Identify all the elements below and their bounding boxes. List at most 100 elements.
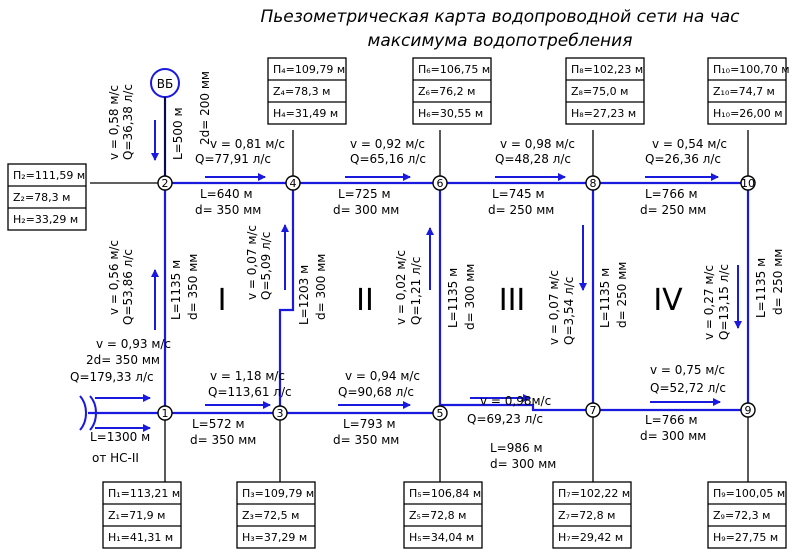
label-d-1-3: d= 350 мм: [190, 433, 256, 447]
node-box-4: П₄=109,79 м Z₄=78,3 м H₄=31,49 м: [267, 57, 347, 125]
label-l-6-8: L=745 м: [492, 187, 545, 201]
label-l-pump: L=1300 м: [90, 430, 150, 444]
node-3-z: Z₃=72,5 м: [242, 509, 299, 522]
node-10-p: П₁₀=100,70 м: [713, 63, 790, 76]
label-v-4-6: v = 0,92 м/с: [350, 137, 425, 151]
vertical-labels: v = 0,58 м/с Q=36,38 л/с L=500 м 2d= 200…: [107, 71, 785, 345]
label-l-5-6: L=1135 м: [446, 268, 460, 328]
ring-label-4: IV: [653, 283, 683, 318]
node-8-z: Z₈=75,0 м: [571, 85, 628, 98]
node-box-frame: [102, 481, 182, 549]
label-l-4-6: L=725 м: [338, 187, 391, 201]
flow-arrows: [95, 120, 742, 432]
pipe-network: [88, 96, 750, 415]
node-number-2: 2: [162, 177, 169, 190]
label-from-pump: от НС-II: [92, 451, 139, 465]
label-d-7-8: d= 250 мм: [615, 262, 629, 328]
label-q-6-8: Q=48,28 л/с: [495, 152, 571, 166]
node-circle-8: [585, 175, 601, 191]
label-v-1-2: v = 0,56 м/с: [107, 240, 121, 315]
node-number-1: 1: [162, 407, 169, 420]
node-9-h: H₉=27,75 м: [713, 531, 778, 544]
node-box-frame: [7, 163, 87, 231]
label-d-5-6: d= 300 мм: [463, 264, 477, 330]
node-circle-3: [272, 405, 288, 421]
node-circle-4: [285, 175, 301, 191]
node-3-p: П₃=109,79 м: [242, 487, 314, 500]
node-circle-7: [585, 402, 601, 418]
node-box-1: П₁=113,21 мZ₁=71,9 мH₁=41,31 м: [102, 481, 182, 549]
label-d-6-8: d= 250 мм: [488, 203, 554, 217]
pipe-3-4: [278, 183, 295, 413]
node-box-8: П₈=102,23 мZ₈=75,0 мH₈=27,23 м: [565, 57, 645, 125]
title-line-1: Пьезометрическая карта водопроводной сет…: [260, 7, 740, 27]
node-6-z: Z₆=76,2 м: [418, 85, 475, 98]
ring-label-1: I: [218, 283, 227, 318]
node-box-frame: [236, 481, 316, 549]
node-5-h: H₅=34,04 м: [409, 531, 474, 544]
node-box-6: П₆=106,75 мZ₆=76,2 мH₆=30,55 м: [412, 57, 492, 125]
label-d-tower-2: 2d= 200 мм: [198, 71, 212, 145]
node-9-z: Z₉=72,3 м: [713, 509, 770, 522]
label-l-8-10: L=766 м: [645, 187, 698, 201]
node-3-h: H₃=37,29 м: [242, 531, 307, 544]
label-q-5-7: Q=69,23 л/с: [467, 412, 543, 426]
node-box-frame: [267, 57, 347, 125]
label-d-9-10: d= 250 мм: [771, 249, 785, 315]
label-v-7-9: v = 0,75 м/с: [650, 363, 725, 377]
label-v-7-8: v = 0,07 м/с: [547, 270, 561, 345]
node-box-9: П₉=100,05 м Z₉=72,3 м H₉=27,75 м: [707, 481, 787, 549]
label-v-5-7: v = 0,98м/с: [480, 394, 551, 408]
node-box-frame: [412, 57, 492, 125]
node-4-p: П₄=109,79 м: [273, 63, 345, 76]
node-number-10: 10: [741, 177, 755, 190]
label-d-4-6: d= 300 мм: [333, 203, 399, 217]
node-number-3: 3: [277, 407, 284, 420]
label-v-8-10: v = 0,54 м/с: [652, 137, 727, 151]
label-d-2-4: d= 350 мм: [195, 203, 261, 217]
node-7-z: Z₇=72,8 м: [558, 509, 615, 522]
node-4-z: Z₄=78,3 м: [273, 85, 330, 98]
label-d-8-10: d= 250 мм: [640, 203, 706, 217]
label-q-3-5: Q=90,68 л/с: [338, 385, 414, 399]
label-q-7-9: Q=52,72 л/с: [650, 381, 726, 395]
node-1-p: П₁=113,21 м: [108, 487, 180, 500]
label-l-3-4: L=1203 м: [297, 265, 311, 325]
label-v-pump: v = 0,93 м/с: [96, 337, 171, 351]
label-l-1-3: L=572 м: [192, 417, 245, 431]
node-box-frame: [552, 481, 632, 549]
ring-label-3: III: [499, 283, 526, 318]
lead-lines: [90, 97, 749, 482]
label-d-3-5: d= 350 мм: [333, 433, 399, 447]
node-number-7: 7: [590, 404, 597, 417]
label-q-4-6: Q=65,16 л/с: [350, 152, 426, 166]
label-l-5-7: L=986 м: [490, 441, 543, 455]
label-q-pump: Q=179,33 л/с: [70, 370, 154, 384]
node-5-p: П₅=106,84 м: [409, 487, 481, 500]
node-number-8: 8: [590, 177, 597, 190]
node-10-h: H₁₀=26,00 м: [713, 107, 783, 120]
node-circle-5: [432, 405, 448, 421]
label-l-3-5: L=793 м: [343, 417, 396, 431]
node-4-h: H₄=31,49 м: [273, 107, 338, 120]
label-v-3-4: v = 0,07 м/с: [245, 225, 259, 300]
label-q-1-2: Q=53,86 л/с: [121, 249, 135, 325]
label-q-7-8: Q=3,54 л/с: [562, 277, 576, 345]
label-q-1-3: Q=113,61 л/с: [208, 385, 292, 399]
ring-label-2: II: [356, 283, 374, 318]
label-d-1-2: d= 350 мм: [186, 254, 200, 320]
node-6-p: П₆=106,75 м: [418, 63, 490, 76]
node-9-p: П₉=100,05 м: [713, 487, 785, 500]
label-q-3-4: Q=5,09 л/с: [259, 232, 273, 300]
node-box-frame: [707, 481, 787, 549]
node-box-7: П₇=102,22 мZ₇=72,8 мH₇=29,42 м: [552, 481, 632, 549]
node-2-z: Z₂=78,3 м: [13, 191, 70, 204]
label-q-tower-2: Q=36,38 л/с: [121, 84, 135, 160]
node-1-z: Z₁=71,9 м: [108, 509, 165, 522]
title-line-2: максимума водопотребления: [368, 31, 633, 51]
node-box-frame: [565, 57, 645, 125]
label-d-5-7: d= 300 мм: [490, 457, 556, 471]
